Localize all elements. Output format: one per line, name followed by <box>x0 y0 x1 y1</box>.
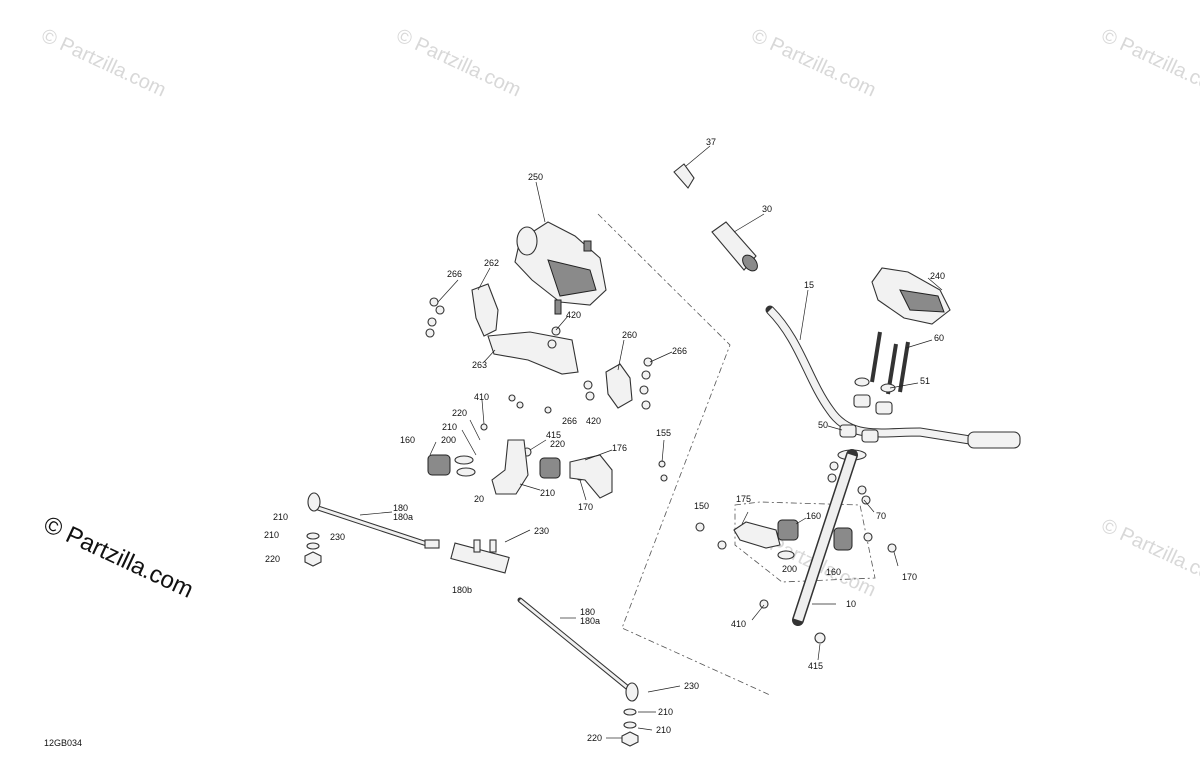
part-label: 180a <box>580 616 600 626</box>
part-label: 160 <box>826 567 841 577</box>
part-label: 220 <box>550 439 565 449</box>
part-label: 262 <box>484 258 499 268</box>
pitman-arm <box>491 439 529 495</box>
part-label: 20 <box>474 494 484 504</box>
part-label: 230 <box>684 681 699 691</box>
part-label: 155 <box>656 428 671 438</box>
steering-column <box>792 449 867 626</box>
part-label: 51 <box>920 376 930 386</box>
part-label: 210 <box>540 488 555 498</box>
watermark-pattern: © Partzilla.com © Partzilla.com © Partzi… <box>38 25 1200 602</box>
center-link <box>450 539 510 574</box>
part-label: 266 <box>672 346 687 356</box>
part-label: 210 <box>442 422 457 432</box>
part-label: 180a <box>393 512 413 522</box>
part-label: 220 <box>452 408 467 418</box>
assembly-outline <box>597 213 771 696</box>
bushing-160-right-b <box>833 527 853 551</box>
part-label: 210 <box>658 707 673 717</box>
tie-rod-upper <box>307 492 440 549</box>
watermark-text: © Partzilla.com <box>748 25 879 102</box>
part-label: 220 <box>587 733 602 743</box>
part-label: 415 <box>808 661 823 671</box>
part-label: 266 <box>447 269 462 279</box>
part-label: 210 <box>656 725 671 735</box>
part-label: 60 <box>934 333 944 343</box>
tie-rod-lower <box>517 597 639 702</box>
part-labels: 250 266 262 420 263 260 266 410 266 420 … <box>264 137 945 743</box>
part-label: 176 <box>612 443 627 453</box>
bracket-175 <box>733 521 781 549</box>
bushing-160-mid <box>539 457 561 479</box>
part-label: 70 <box>876 511 886 521</box>
part-label: 250 <box>528 172 543 182</box>
part-label: 150 <box>694 501 709 511</box>
part-label: 415 <box>546 430 561 440</box>
watermark-logo: © Partzilla.com <box>39 511 197 604</box>
part-label: 230 <box>330 532 345 542</box>
part-label: 160 <box>806 511 821 521</box>
part-label: 180b <box>452 585 472 595</box>
part-label: 30 <box>762 204 772 214</box>
part-label: 420 <box>566 310 581 320</box>
watermark-text: © Partzilla.com <box>393 25 524 102</box>
bushing-160-left <box>427 454 451 476</box>
leader-lines <box>359 145 943 739</box>
part-label: 160 <box>400 435 415 445</box>
part-label: 175 <box>736 494 751 504</box>
bushing-160-right-a <box>777 519 799 541</box>
part-label: 260 <box>622 330 637 340</box>
steering-gear-assembly <box>514 221 607 315</box>
part-label: 37 <box>706 137 716 147</box>
part-label: 200 <box>441 435 456 445</box>
watermark-text: © Partzilla.com <box>1098 25 1200 102</box>
part-label: 230 <box>534 526 549 536</box>
clamps <box>839 377 896 443</box>
part-label: 10 <box>846 599 856 609</box>
part-label: 210 <box>264 530 279 540</box>
part-label: 210 <box>273 512 288 522</box>
part-label: 180 <box>580 607 595 617</box>
fasteners <box>425 297 897 644</box>
part-label: 266 <box>562 416 577 426</box>
part-label: 180 <box>393 503 408 513</box>
part-label: 410 <box>474 392 489 402</box>
part-label: 220 <box>265 554 280 564</box>
part-label: 240 <box>930 271 945 281</box>
part-label: 170 <box>578 502 593 512</box>
handlebar-end <box>673 163 758 272</box>
part-label: 263 <box>472 360 487 370</box>
watermark-text: © Partzilla.com <box>38 25 169 102</box>
diagram-code: 12GB034 <box>44 738 82 748</box>
handlebar <box>765 305 975 445</box>
part-label: 410 <box>731 619 746 629</box>
ball-joint-hardware <box>304 532 639 747</box>
part-label: 420 <box>586 416 601 426</box>
part-label: 170 <box>902 572 917 582</box>
part-label: 15 <box>804 280 814 290</box>
handlebar-grip-right <box>967 431 1021 449</box>
part-label: 200 <box>782 564 797 574</box>
bracket-263 <box>487 331 579 375</box>
watermark-text: © Partzilla.com <box>1098 515 1200 592</box>
bracket-260 <box>605 363 633 409</box>
subassembly-outline <box>734 501 876 583</box>
part-label: 50 <box>818 420 828 430</box>
bracket-262 <box>471 283 499 337</box>
bracket-176 <box>569 454 613 499</box>
